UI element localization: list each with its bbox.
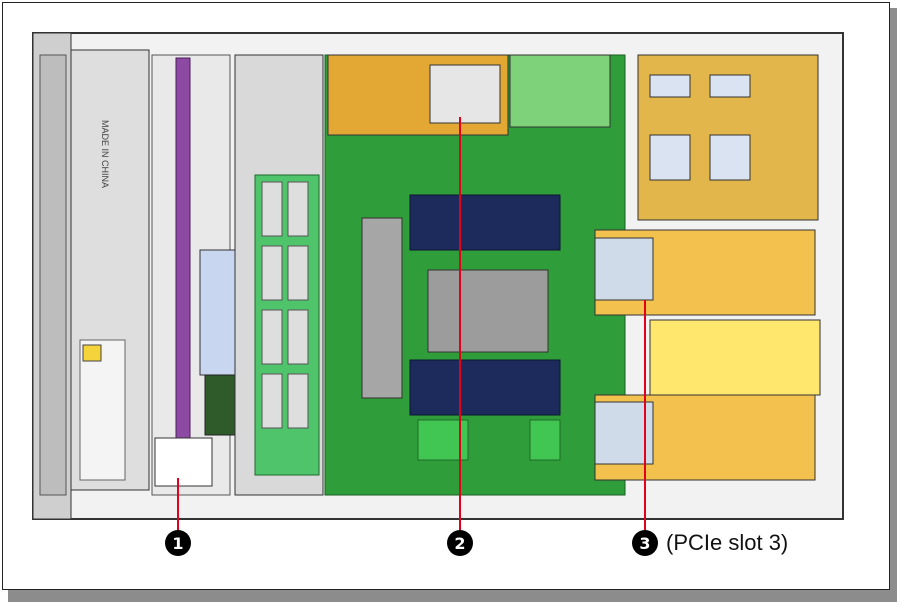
power-supplies — [637, 54, 819, 221]
front-drive-bay: MADE IN CHINA — [32, 32, 150, 520]
memory-dimms — [409, 194, 561, 461]
callout-1-module — [154, 437, 213, 487]
callout-1: 1 — [165, 530, 199, 556]
pcie-risers — [594, 229, 821, 481]
cpu-heatsink-side — [361, 217, 403, 399]
callout-3: 3 (PCIe slot 3) — [632, 530, 788, 556]
callout-2-module — [429, 64, 501, 124]
system-fans — [234, 54, 324, 496]
cpu-heatsink-main — [427, 269, 549, 353]
callout-3-number: 3 — [632, 530, 658, 556]
callout-2-number: 2 — [447, 530, 473, 556]
callout-1-number: 1 — [165, 530, 191, 556]
mezz-card — [509, 54, 611, 128]
svg-text:MADE IN CHINA: MADE IN CHINA — [100, 120, 110, 188]
callout-2: 2 — [447, 530, 481, 556]
callout-3-label: (PCIe slot 3) — [666, 530, 789, 555]
